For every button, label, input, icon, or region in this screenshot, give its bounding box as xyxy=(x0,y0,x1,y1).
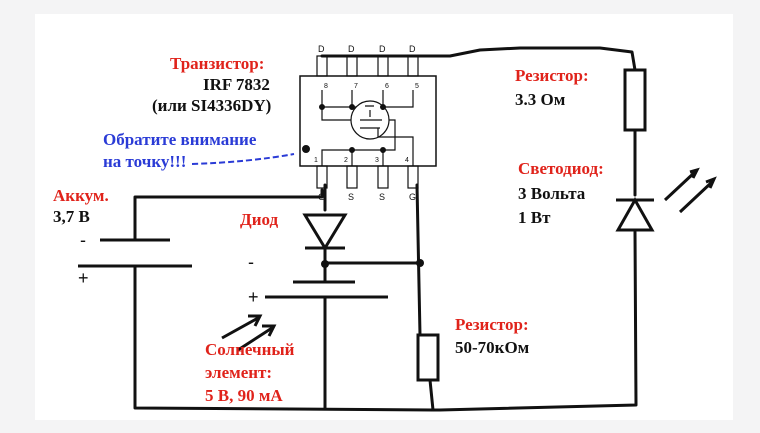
sunlight-arrows-icon xyxy=(221,314,277,352)
battery-title: Аккум. xyxy=(53,186,109,205)
wire-right xyxy=(431,128,638,412)
diode-title: Диод xyxy=(240,210,279,229)
pin-label: G xyxy=(409,192,416,202)
note-line1: Обратите внимание xyxy=(103,130,257,149)
schematic-stroke xyxy=(407,55,419,77)
circuit-diagram: D D D D G S S G 8 7 6 5 1 2 3 4 xyxy=(35,14,733,420)
pin-number: 7 xyxy=(354,83,358,90)
schematic-stroke xyxy=(237,324,277,352)
led-voltage: 3 Вольта xyxy=(518,184,586,203)
pin-label: D xyxy=(318,44,325,54)
schematic-stroke xyxy=(615,196,655,232)
resistor-top-title: Резистор: xyxy=(515,66,589,85)
solar-line3: 5 В, 90 мА xyxy=(205,386,283,405)
pin-label: D xyxy=(409,44,416,54)
solar-plus: + xyxy=(248,287,259,307)
schematic-stroke xyxy=(191,153,295,165)
transistor-title: Транзистор: xyxy=(170,54,265,73)
pin-number: 4 xyxy=(405,157,409,164)
battery-plus: + xyxy=(78,268,89,288)
wire-left xyxy=(133,188,435,412)
pin1-dot xyxy=(302,145,310,153)
resistor-top-symbol xyxy=(623,68,647,132)
schematic-stroke xyxy=(380,104,386,110)
led-symbol xyxy=(615,167,717,232)
solar-line1: Солнечный xyxy=(205,340,295,359)
pin-number: 1 xyxy=(314,157,318,164)
schematic-stroke xyxy=(346,55,358,77)
schematic-stroke xyxy=(663,167,700,202)
pin-number: 3 xyxy=(375,157,379,164)
schematic-stroke xyxy=(678,176,717,214)
schematic: D D D D G S S G 8 7 6 5 1 2 3 4 xyxy=(78,44,717,412)
solar-minus: - xyxy=(248,252,254,272)
resistor-bottom-value: 50-70кОм xyxy=(455,338,530,357)
led-title: Светодиод: xyxy=(518,159,604,178)
pin-label: S xyxy=(379,192,385,202)
schematic-stroke xyxy=(133,46,638,412)
transistor-alt: (или SI4336DY) xyxy=(152,96,272,115)
pin-number: 5 xyxy=(415,83,419,90)
schematic-stroke xyxy=(351,90,384,166)
pin-label: S xyxy=(348,192,354,202)
schematic-stroke xyxy=(349,147,355,153)
solar-line2: элемент: xyxy=(205,363,273,382)
resistor-bottom-symbol xyxy=(416,333,440,382)
battery-minus: - xyxy=(80,230,86,250)
pin-label: D xyxy=(348,44,355,54)
schematic-stroke xyxy=(321,107,396,166)
note-arrow-icon xyxy=(191,153,295,165)
schematic-stroke xyxy=(346,165,358,189)
schematic-stroke xyxy=(319,104,325,110)
schematic-stroke xyxy=(380,147,386,153)
diode-symbol xyxy=(302,213,348,251)
resistor-top-value: 3.3 Ом xyxy=(515,90,566,109)
led-power: 1 Вт xyxy=(518,208,551,227)
schematic-stroke xyxy=(377,165,389,189)
resistor-bottom-title: Резистор: xyxy=(455,315,529,334)
schematic-stroke xyxy=(316,55,419,189)
battery-value: 3,7 В xyxy=(53,207,90,226)
note-line2: на точку!!! xyxy=(103,152,187,171)
schematic-stroke: D D D D G S S G 8 7 6 5 1 2 3 4 xyxy=(314,44,419,202)
schematic-stroke xyxy=(321,260,329,268)
pin-number: 6 xyxy=(385,83,389,90)
schematic-stroke xyxy=(349,104,355,110)
schematic-stroke xyxy=(302,213,348,251)
schematic-stroke xyxy=(365,105,374,117)
schematic-stroke xyxy=(416,259,424,267)
wire-top xyxy=(320,46,637,72)
pin-label: G xyxy=(318,192,325,202)
pin-label: D xyxy=(379,44,386,54)
pin-number: 8 xyxy=(324,83,328,90)
schematic-stroke xyxy=(377,55,389,77)
transistor-model: IRF 7832 xyxy=(203,75,270,94)
schematic-stroke xyxy=(221,314,263,340)
schematic-stroke xyxy=(360,119,414,166)
transistor-chip xyxy=(299,55,437,189)
pin-number: 2 xyxy=(344,157,348,164)
schematic-stroke xyxy=(316,55,328,77)
